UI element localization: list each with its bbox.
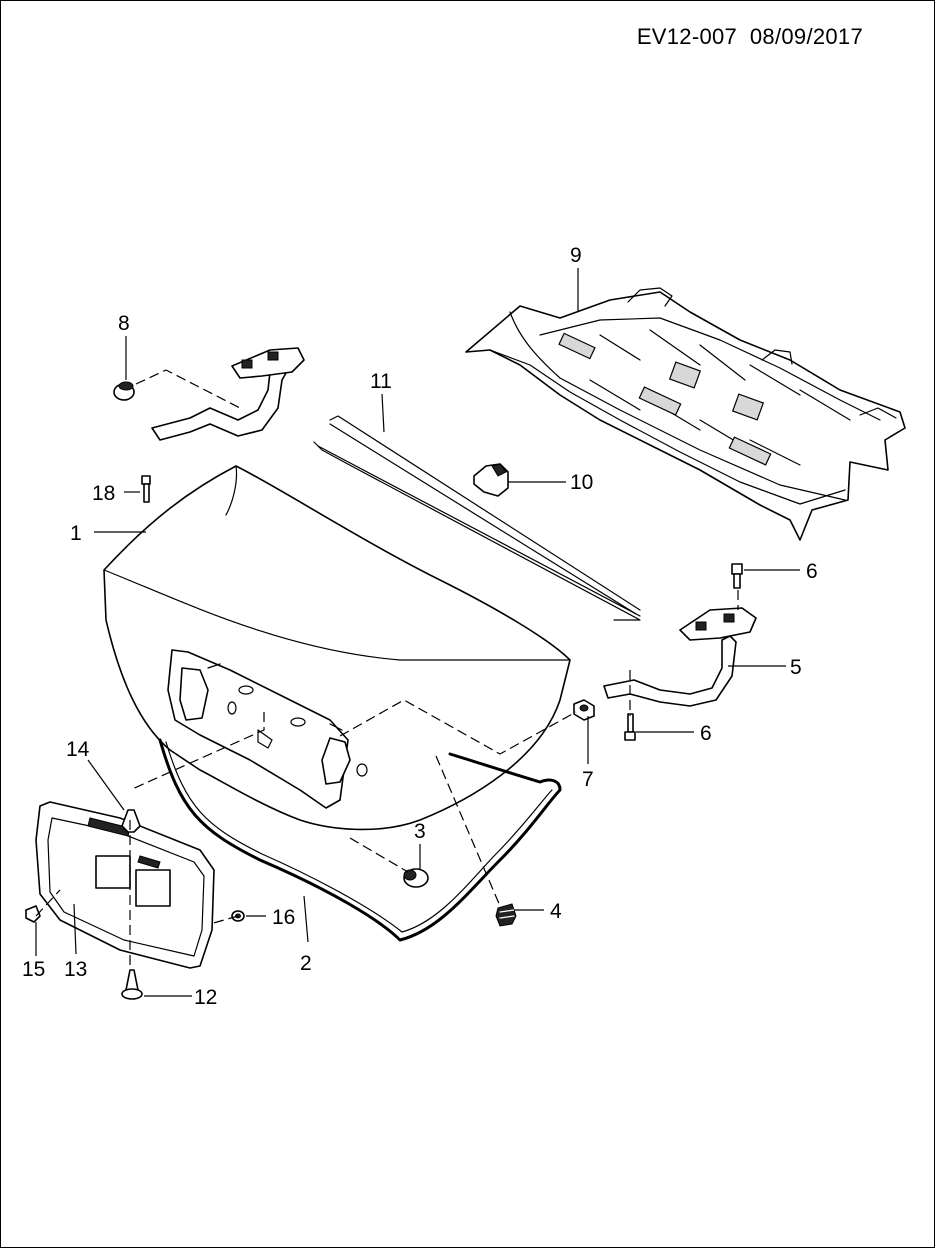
right-hinge <box>603 607 757 707</box>
rear-shelf-panel <box>465 287 906 541</box>
release-cable <box>313 415 641 621</box>
callout-11: 11 <box>370 370 392 393</box>
weatherstrip <box>158 738 562 942</box>
install-lines <box>35 369 739 968</box>
bolt-6-lower <box>624 713 636 741</box>
callout-6-upper: 6 <box>806 560 818 583</box>
callout-3: 3 <box>414 820 426 843</box>
callout-9: 9 <box>570 244 582 267</box>
bumper-stop-3 <box>403 868 429 888</box>
callout-13: 13 <box>64 958 87 981</box>
bumper-8 <box>113 381 135 401</box>
leader-lines <box>35 268 800 997</box>
callout-labels: 1 2 3 4 5 6 6 7 8 9 10 11 12 13 14 15 16… <box>22 244 818 1009</box>
callout-1: 1 <box>70 522 82 545</box>
callout-2: 2 <box>300 952 312 975</box>
callout-18: 18 <box>92 482 115 505</box>
callout-7: 7 <box>582 768 594 791</box>
nut-7 <box>573 699 595 721</box>
callout-4: 4 <box>550 900 562 923</box>
callout-14: 14 <box>66 738 90 761</box>
sheet-code: EV12-007 08/09/2017 <box>636 24 863 49</box>
callout-8: 8 <box>118 312 130 335</box>
screw-12 <box>121 969 143 1000</box>
callout-6-lower: 6 <box>700 722 712 745</box>
left-hinge <box>151 347 305 441</box>
bolt-18 <box>141 475 151 503</box>
lock-clip <box>473 463 509 497</box>
callout-15: 15 <box>22 958 45 981</box>
callout-12: 12 <box>194 986 217 1009</box>
callout-16: 16 <box>272 906 295 929</box>
callout-5: 5 <box>790 656 802 679</box>
buffer-4 <box>495 903 517 927</box>
trunk-lid <box>103 465 571 831</box>
nut-15 <box>25 905 41 923</box>
bolt-6-upper <box>731 563 743 589</box>
clip-14 <box>121 809 141 833</box>
callout-10: 10 <box>570 471 593 494</box>
garnish-13 <box>35 801 215 969</box>
